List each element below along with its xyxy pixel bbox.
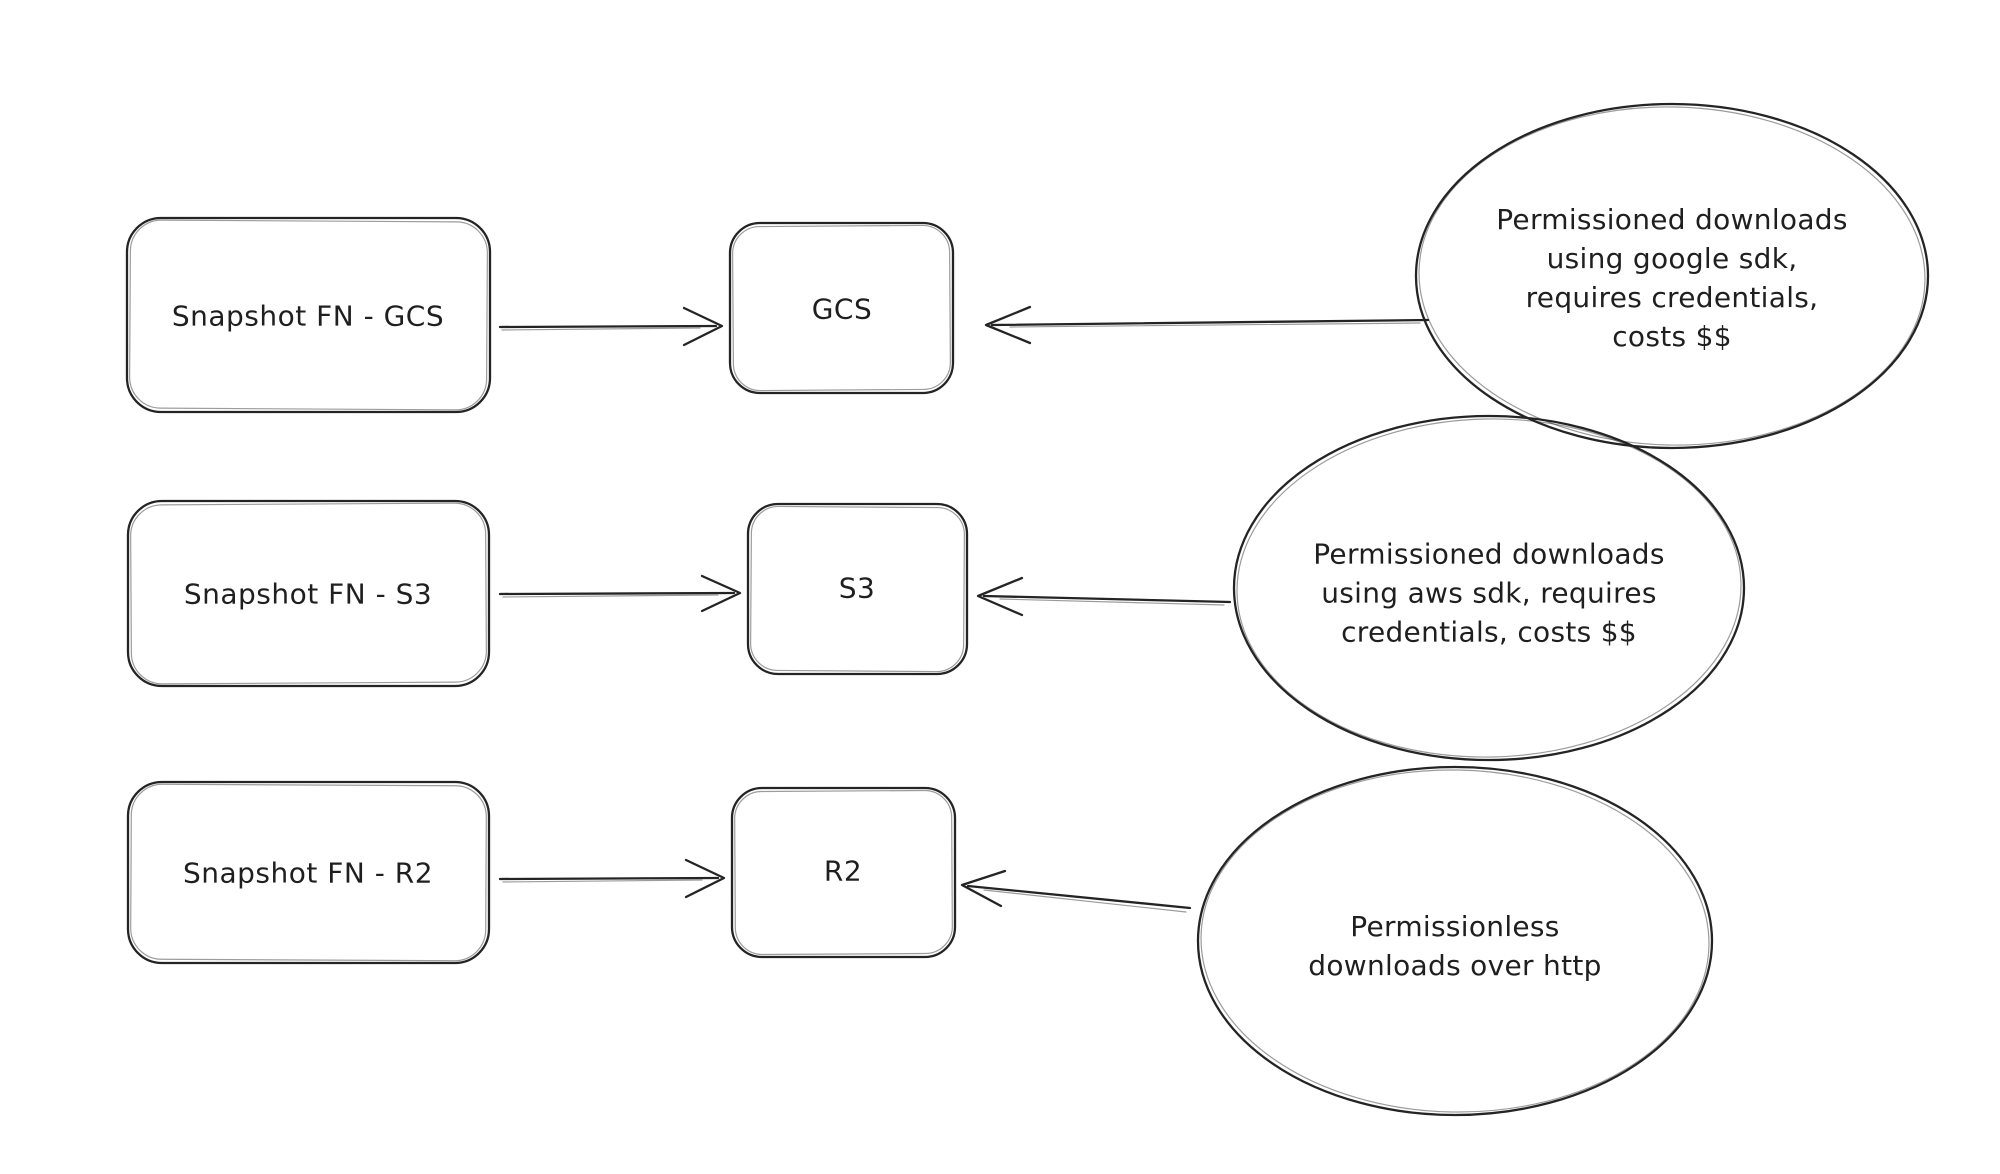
- note-text-gcs: Permissioned downloads using google sdk,…: [1496, 200, 1848, 356]
- arrow-source-to-target-s3: [498, 574, 742, 613]
- source-box-label-s3: Snapshot FN - S3: [183, 577, 433, 611]
- note-line: Permissionless: [1350, 910, 1560, 943]
- target-box-r2: [730, 786, 957, 959]
- note-line: Permissioned downloads: [1313, 537, 1665, 571]
- source-box-gcs: [125, 216, 492, 414]
- note-ellipse-r2: [1196, 765, 1714, 1117]
- note-line: credentials, costs $$: [1341, 615, 1637, 649]
- note-line: costs $$: [1612, 320, 1732, 353]
- arrow-note-to-target-s3: [976, 576, 1232, 617]
- arrow-source-to-target-r2: [498, 858, 726, 899]
- target-box-label-gcs: GCS: [811, 292, 873, 326]
- note-line: using aws sdk, requires: [1321, 576, 1657, 610]
- target-box-s3: [746, 502, 969, 676]
- arrow-note-to-target-r2: [960, 869, 1192, 913]
- target-box-label-s3: S3: [838, 571, 876, 605]
- note-line: requires credentials,: [1525, 281, 1819, 314]
- target-box-label-r2: R2: [823, 854, 863, 888]
- arrow-source-to-target-gcs: [498, 306, 724, 347]
- note-text-r2: Permissionless downloads over http: [1308, 907, 1601, 985]
- source-box-label-gcs: Snapshot FN - GCS: [171, 299, 445, 333]
- source-box-s3: [126, 499, 491, 688]
- note-line: Permissioned downloads: [1496, 203, 1848, 236]
- note-text-s3: Permissioned downloads using aws sdk, re…: [1313, 535, 1665, 652]
- source-box-label-r2: Snapshot FN - R2: [182, 856, 434, 890]
- note-ellipse-s3: [1232, 414, 1746, 762]
- arrow-note-to-target-gcs: [984, 305, 1430, 345]
- note-line: downloads over http: [1308, 949, 1602, 982]
- source-box-r2: [126, 780, 491, 965]
- note-line: using google sdk,: [1546, 242, 1798, 275]
- target-box-gcs: [728, 221, 955, 395]
- note-ellipse-gcs: [1414, 102, 1930, 450]
